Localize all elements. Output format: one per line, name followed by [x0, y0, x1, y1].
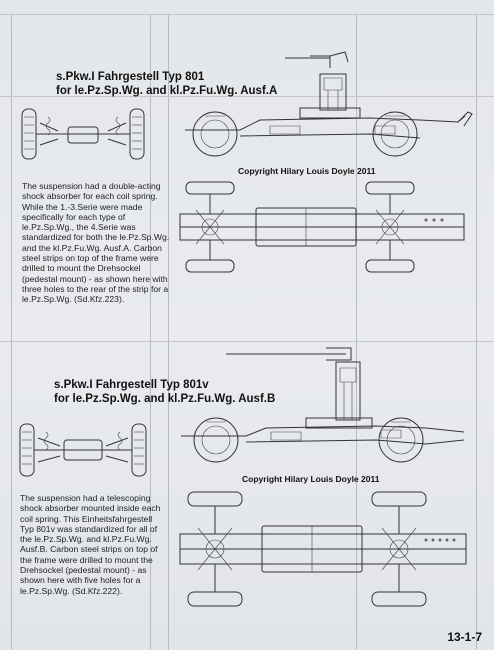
caption-line: shock absorber for each coil spring. — [22, 191, 158, 202]
section-a-caption: The suspension had a double-acting shock… — [22, 181, 169, 305]
section-a-chassis-top-view — [179, 181, 465, 273]
wheel-left — [21, 108, 37, 160]
caption-line: The suspension had a telescoping — [20, 493, 151, 503]
section-b-axle-front-view — [19, 423, 147, 477]
caption-line: The suspension had a double-acting — [22, 181, 161, 191]
section-b-chassis-side-view — [181, 347, 465, 463]
caption-line: specifically for each type of — [22, 211, 126, 222]
caption-line: shown here with five holes for a — [20, 575, 141, 586]
grid-line — [476, 14, 477, 650]
pedestal-gun — [226, 347, 352, 361]
grid-line — [0, 14, 494, 15]
caption-line: coil spring. This Einheitsfahrgestell — [20, 513, 153, 524]
wheel-right — [129, 108, 145, 160]
grid-line — [0, 341, 494, 342]
section-b-chassis-top-view — [179, 491, 467, 607]
wheel-front — [192, 111, 238, 157]
grid-line — [356, 14, 357, 650]
wheel-rear-right — [371, 591, 427, 607]
caption-line: Ausf.B. Carbon steel strips on top of — [20, 544, 158, 555]
section-a-title-line1: s.Pkw.I Fahrgestell Typ 801 — [56, 71, 205, 83]
section-b-title-line2: for le.Pz.Sp.Wg. and kl.Pz.Fu.Wg. Ausf.B — [54, 393, 276, 405]
caption-line: le.Pz.Sp.Wg., the 4.Serie was — [22, 222, 136, 233]
caption-line: (pedestal mount) - as shown here with — [22, 273, 168, 284]
caption-line: le.Pz.Sp.Wg. (Sd.Kfz.222). — [20, 585, 123, 596]
section-b-title: s.Pkw.I Fahrgestell Typ 801v for le.Pz.S… — [54, 378, 275, 406]
section-a-title-line2: for le.Pz.Sp.Wg. and kl.Pz.Fu.Wg. Ausf.A — [56, 85, 278, 97]
section-a-chassis-side-view — [185, 51, 473, 157]
wheel-front-left — [185, 181, 235, 195]
wheel-rear-left — [371, 491, 427, 507]
grid-line — [0, 96, 494, 97]
grid-line — [11, 14, 12, 650]
wheel-front-left — [187, 491, 243, 507]
caption-line: three holes to the rear of the strip for… — [22, 283, 169, 294]
caption-line: Typ 801v was standardized for all of — [20, 523, 158, 534]
section-b-copyright: Copyright Hilary Louis Doyle 2011 — [242, 474, 380, 484]
section-a-copyright: Copyright Hilary Louis Doyle 2011 — [238, 166, 376, 176]
caption-line: standardized for both the le.Pz.Sp.Wg. — [22, 232, 170, 243]
grid-line — [168, 14, 169, 650]
caption-line: le.Pz.Sp.Wg. (Sd.Kfz.223). — [22, 294, 125, 305]
caption-line: steel strips on top of the frame were — [22, 253, 159, 264]
section-b-caption: The suspension had a telescoping shock a… — [20, 493, 160, 596]
section-a-axle-front-view — [21, 108, 145, 160]
caption-line: shock absorber mounted inside each — [20, 503, 161, 514]
page-number: 13-1-7 — [447, 630, 482, 644]
caption-line: Drehsockel (pedestal mount) - as — [20, 565, 147, 576]
caption-line: the frame were drilled to mount the — [20, 554, 153, 565]
wheel-front-right — [187, 591, 243, 607]
caption-line: and the kl.Pz.Fu.Wg. Ausf.A. Carbon — [22, 242, 162, 253]
caption-line: While the 1.-3.Serie were made — [22, 201, 143, 212]
grid-line — [150, 14, 151, 650]
section-a-title: s.Pkw.I Fahrgestell Typ 801 for le.Pz.Sp… — [56, 70, 277, 98]
caption-line: the le.Pz.Sp.Wg. and kl.Pz.Fu.Wg. — [20, 534, 152, 545]
wheel-rear — [378, 417, 424, 463]
pedestal-gun — [310, 51, 349, 68]
wheel-rear-right — [365, 259, 415, 273]
wheel-front — [193, 417, 239, 463]
wheel-rear-left — [365, 181, 415, 195]
caption-line: drilled to mount the Drehsockel — [22, 263, 141, 274]
section-b-title-line1: s.Pkw.I Fahrgestell Typ 801v — [54, 379, 209, 391]
wheel-front-right — [185, 259, 235, 273]
